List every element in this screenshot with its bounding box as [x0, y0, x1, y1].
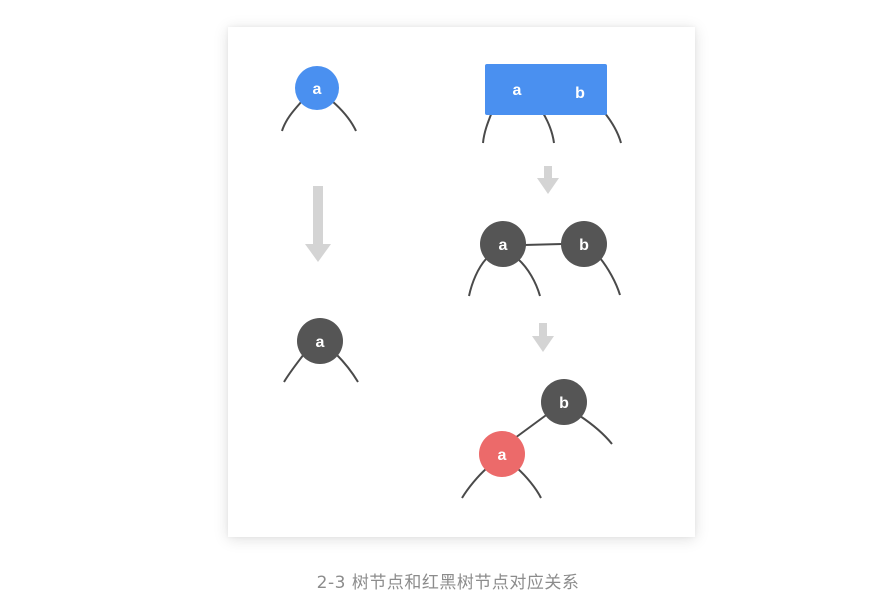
split-a-right-link — [517, 258, 541, 297]
split-pair-connector — [523, 243, 563, 246]
rb-node-right-link — [335, 353, 359, 383]
three-node-link-1 — [482, 111, 493, 144]
lean-a-left-link — [461, 467, 488, 499]
rb-node-circle — [297, 318, 343, 364]
three-node-link-3 — [603, 111, 622, 144]
three-node-label-a: a — [513, 82, 522, 99]
right-down-arrow-2 — [532, 323, 554, 352]
lean-node-a-label: a — [498, 447, 507, 464]
left-down-arrow — [305, 186, 331, 262]
three-node-box — [485, 64, 607, 115]
two-node: a — [281, 66, 357, 132]
right-down-arrow-1 — [537, 166, 559, 194]
diagram-card — [228, 27, 695, 537]
two-node-left-link — [281, 100, 303, 132]
two-node-right-link — [331, 100, 357, 132]
lean-structure: b a — [461, 379, 613, 499]
split-a-left-link — [468, 258, 487, 297]
diagram-canvas: a a a b — [281, 64, 622, 499]
figure-caption: 2-3 树节点和红黑树节点对应关系 — [316, 573, 580, 593]
split-pair: a b — [468, 221, 621, 297]
lean-node-a-circle — [479, 431, 525, 477]
rb-node-left-link — [283, 353, 305, 383]
split-b-right-link — [599, 257, 621, 296]
split-node-b-circle — [561, 221, 607, 267]
split-node-a-circle — [480, 221, 526, 267]
rb-node: a — [283, 318, 359, 383]
lean-node-b-label: b — [559, 395, 569, 412]
three-node: a b — [482, 64, 622, 144]
lean-b-right-link — [579, 415, 613, 445]
two-node-label: a — [313, 81, 322, 98]
split-node-b-label: b — [579, 237, 589, 254]
lean-red-link — [514, 412, 550, 439]
three-node-label-b: b — [575, 85, 585, 102]
two-node-circle — [295, 66, 339, 110]
rb-node-label: a — [316, 334, 325, 351]
lean-a-right-link — [516, 467, 542, 499]
split-node-a-label: a — [499, 237, 508, 254]
lean-node-b-circle — [541, 379, 587, 425]
